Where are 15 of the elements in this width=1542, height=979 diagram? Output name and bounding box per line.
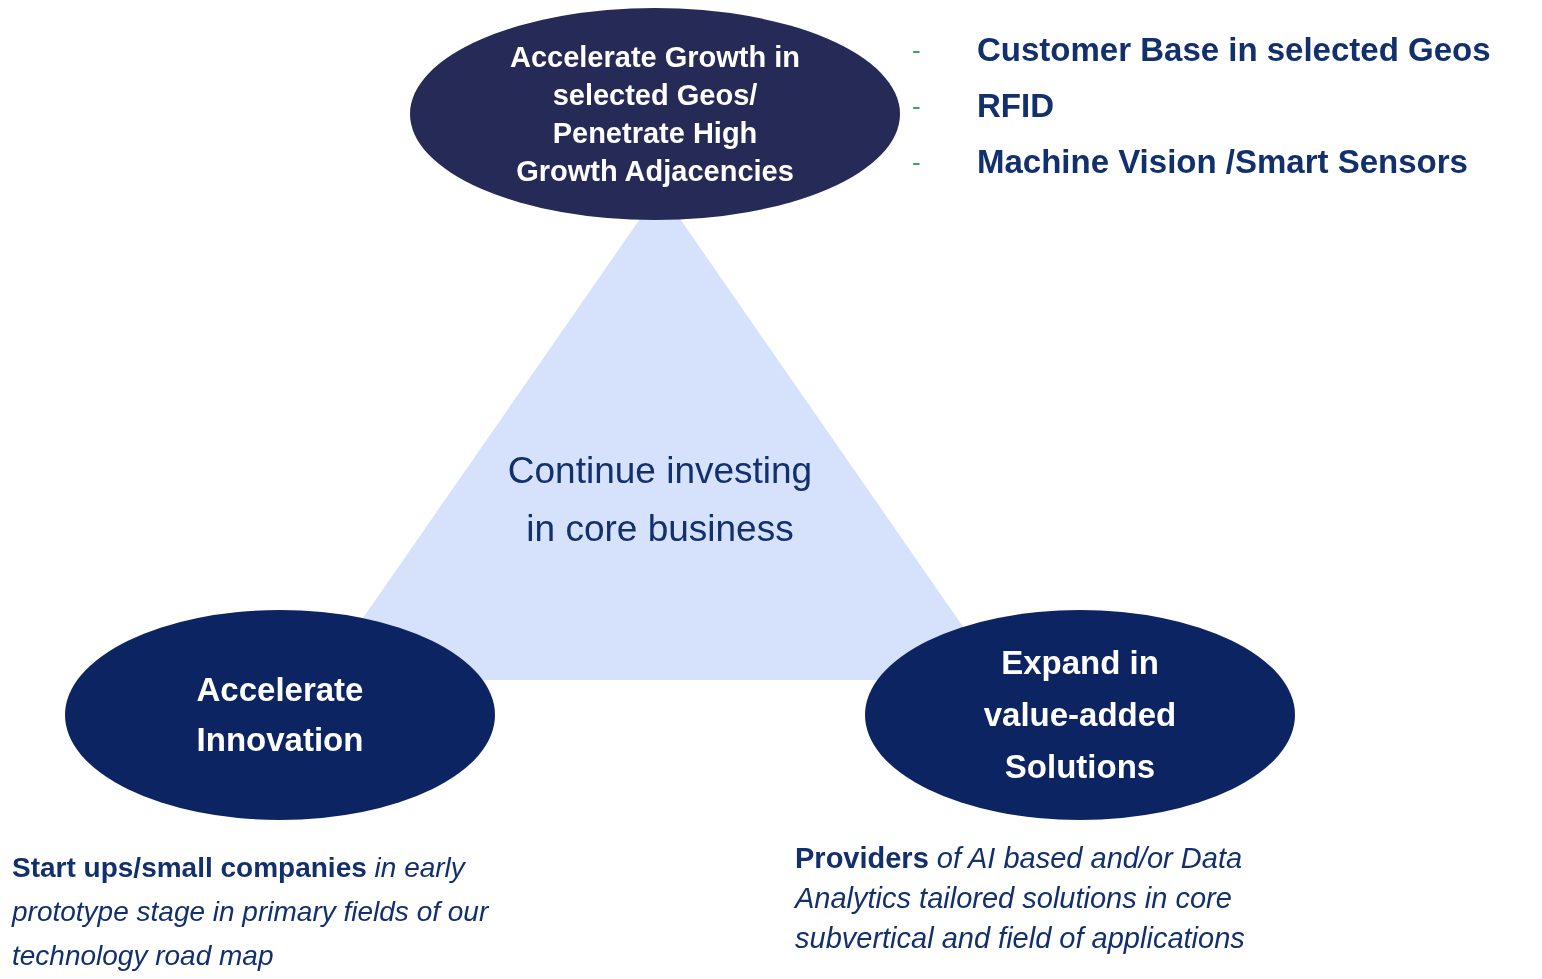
node-text: Continue investing in core business: [506, 449, 814, 551]
goal-ellipse: [410, 8, 900, 220]
description-text: Start ups/small companies in early prototype stage in primary fields of our technology road map: [12, 852, 489, 971]
bullet-dash: -: [912, 145, 922, 179]
bullet-text: RFID: [977, 86, 1054, 127]
innovation-ellipse: [65, 610, 495, 820]
description-text: Providers of AI based and/or Data Analytics tailored solutions in core subvertical and field of applications: [795, 842, 1245, 954]
node-text: Expand in value-added Solutions: [982, 643, 1178, 787]
bullet-text: Customer Base in selected Geos: [977, 30, 1491, 71]
bullet-dash: -: [912, 33, 922, 67]
node-text: Accelerate Growth in selected Geos/ Penetrate High Growth Adjacencies: [508, 40, 802, 189]
bullet-text: Machine Vision /Smart Sensors: [977, 142, 1468, 183]
node-text: Accelerate Innovation: [195, 670, 365, 760]
bullet-dash: -: [912, 89, 922, 123]
solutions-ellipse: [865, 610, 1295, 820]
